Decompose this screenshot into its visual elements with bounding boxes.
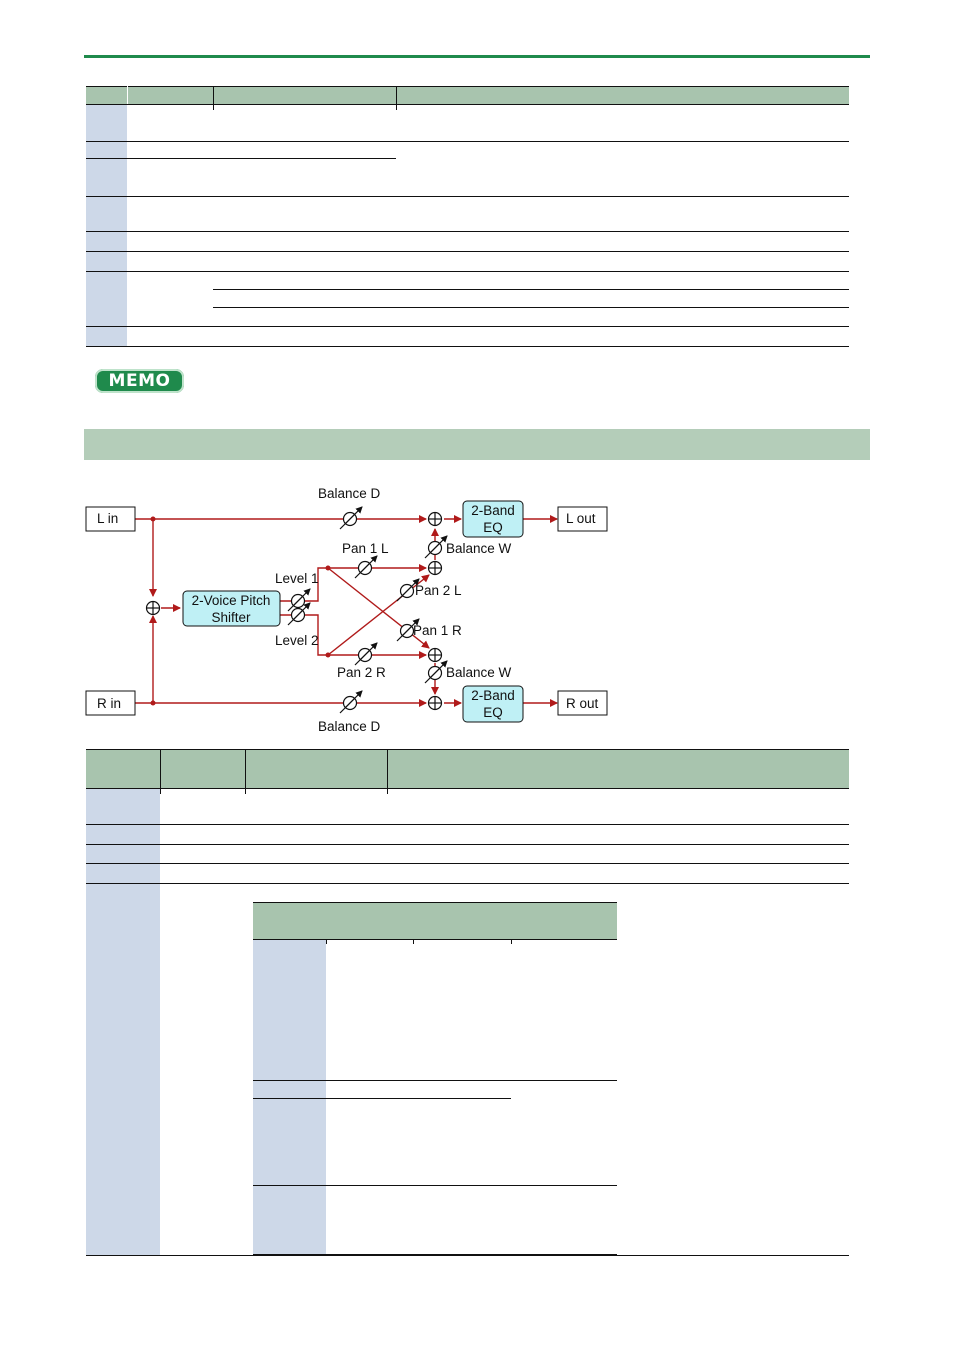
eq-block-top <box>462 500 524 538</box>
l-out-label: L out <box>566 511 596 526</box>
top-accent-rule <box>84 55 870 58</box>
table-row <box>86 844 849 845</box>
summing-nodes <box>145 511 443 711</box>
table-2-header <box>86 750 849 788</box>
pan-1-l-label: Pan 1 L <box>342 541 389 556</box>
pitch-shifter-block <box>182 590 281 627</box>
level-2-label: Level 2 <box>275 633 319 648</box>
pan-2-r-label: Pan 2 R <box>337 665 386 680</box>
table-row <box>86 346 849 347</box>
sum-node-l-wet <box>427 560 443 576</box>
sum-node-r-wet <box>427 647 443 663</box>
signal-flow-diagram: L in R in L out R out 2-Voice Pitch Shif… <box>85 486 608 734</box>
sum-node-l-out <box>427 511 443 527</box>
table-row <box>253 1185 617 1186</box>
eq-top-label-line2: EQ <box>483 520 503 535</box>
r-in-label: R in <box>97 696 121 711</box>
table-2-side-column <box>86 789 160 1256</box>
l-out-box <box>557 506 608 532</box>
table-1-side-column <box>86 105 127 346</box>
knob-balance-d-top <box>339 506 363 530</box>
junction-dots <box>150 516 331 706</box>
table-1-header <box>86 86 849 104</box>
table-row <box>253 1080 617 1081</box>
section-header-bar <box>84 429 870 460</box>
table-row <box>86 863 849 864</box>
eq-bottom-label-line1: 2-Band <box>471 688 515 703</box>
pan-1-r-label: Pan 1 R <box>413 623 462 638</box>
eq-top-label-line1: 2-Band <box>471 503 515 518</box>
table-row <box>86 231 849 232</box>
r-out-label: R out <box>566 696 599 711</box>
l-in-label: L in <box>97 511 118 526</box>
sub-table-side-column <box>253 940 326 1254</box>
table-row <box>86 326 849 327</box>
r-out-box <box>557 690 608 716</box>
knob-level-2 <box>287 602 311 626</box>
balance-w-bottom-label: Balance W <box>446 665 512 680</box>
table-row <box>86 824 849 825</box>
memo-badge: MEMO <box>95 369 184 393</box>
level-knobs <box>287 506 448 714</box>
eq-bottom-label-line2: EQ <box>483 705 503 720</box>
pitch-shifter-label-line1: 2-Voice Pitch <box>192 593 271 608</box>
sum-node-input <box>145 600 161 616</box>
knob-pan-1-l <box>354 555 378 579</box>
table-row <box>86 251 849 252</box>
table-row <box>86 883 849 884</box>
pan-2-l-label: Pan 2 L <box>415 583 462 598</box>
sub-table-header <box>253 903 617 939</box>
balance-d-bottom-label: Balance D <box>318 719 381 734</box>
knob-balance-d-bottom <box>339 690 363 714</box>
knob-pan-2-r <box>354 642 378 666</box>
level-1-label: Level 1 <box>275 571 319 586</box>
knob-pan-1-r <box>396 618 420 642</box>
table-row <box>86 196 849 197</box>
balance-d-top-label: Balance D <box>318 486 381 501</box>
knob-balance-w-bottom <box>424 660 448 684</box>
pitch-shifter-label-line2: Shifter <box>211 610 251 625</box>
knob-level-1 <box>287 588 311 612</box>
table-row <box>86 271 849 272</box>
table-row <box>86 141 849 142</box>
l-in-box <box>85 506 136 532</box>
knob-balance-w-top <box>424 535 448 559</box>
knob-pan-2-l <box>396 578 420 602</box>
sum-node-r-out <box>427 695 443 711</box>
r-in-box <box>85 690 136 716</box>
eq-block-bottom <box>462 685 524 723</box>
balance-w-top-label: Balance W <box>446 541 512 556</box>
